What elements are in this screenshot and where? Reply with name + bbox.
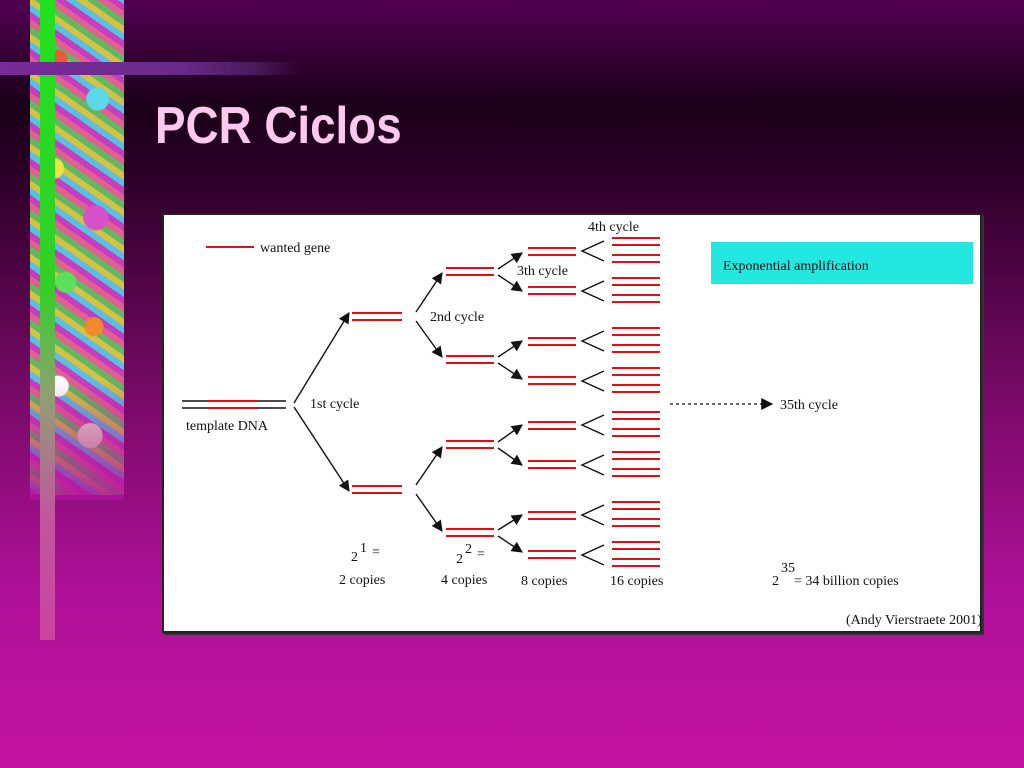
count-gen4: 16 copies [610, 574, 663, 589]
cycle2-label: 2nd cycle [430, 310, 484, 325]
gen4-copies [612, 237, 660, 567]
cycle4-label: 4th cycle [588, 220, 639, 235]
cycle3-label: 3th cycle [517, 264, 568, 279]
svg-text:4 copies: 4 copies [441, 573, 487, 588]
callout-text: Exponential amplification [723, 259, 869, 274]
count-final: 2 35 = 34 billion copies [772, 561, 899, 589]
template-dna-label: template DNA [186, 419, 269, 434]
gen3-copies [528, 247, 576, 559]
svg-text:1: 1 [360, 541, 367, 556]
svg-text:2: 2 [456, 552, 463, 567]
cycle35-label: 35th cycle [780, 398, 838, 413]
template-dna [182, 400, 286, 409]
pcr-figure-panel: wanted gene template DNA 1st cycle 2nd c… [162, 213, 982, 633]
callout-box [711, 242, 973, 284]
count-gen3: 8 copies [521, 574, 567, 589]
decorative-horizontal-bar [0, 62, 300, 75]
cycle3-arrows [497, 252, 523, 553]
count-gen2: 2 2 = 4 copies [441, 542, 487, 588]
cycle1-arrow-up [293, 312, 350, 404]
gen2-copies [446, 267, 494, 537]
pcr-cycles-diagram: wanted gene template DNA 1st cycle 2nd c… [182, 220, 980, 628]
slide-title: PCR Ciclos [155, 97, 402, 155]
decorative-green-bar [40, 0, 55, 640]
cycle2-arrows [415, 272, 443, 532]
svg-text:2 copies: 2 copies [339, 573, 385, 588]
svg-text:=: = [372, 545, 380, 560]
gen1-copy [352, 312, 402, 321]
svg-text:= 34 billion copies: = 34 billion copies [794, 574, 899, 589]
cycle4-arrows [580, 240, 605, 566]
credit-text: (Andy Vierstraete 2001) [846, 613, 980, 628]
count-gen1: 2 1 = 2 copies [339, 541, 385, 588]
cycle1-label: 1st cycle [310, 397, 359, 412]
svg-text:2: 2 [351, 550, 358, 565]
svg-text:35: 35 [781, 561, 795, 576]
svg-text:2: 2 [772, 574, 779, 589]
gen1-copy [352, 485, 402, 494]
svg-text:2: 2 [465, 542, 472, 557]
cycle1-arrow-down [293, 406, 350, 492]
svg-text:=: = [477, 547, 485, 562]
legend-label: wanted gene [260, 241, 330, 256]
